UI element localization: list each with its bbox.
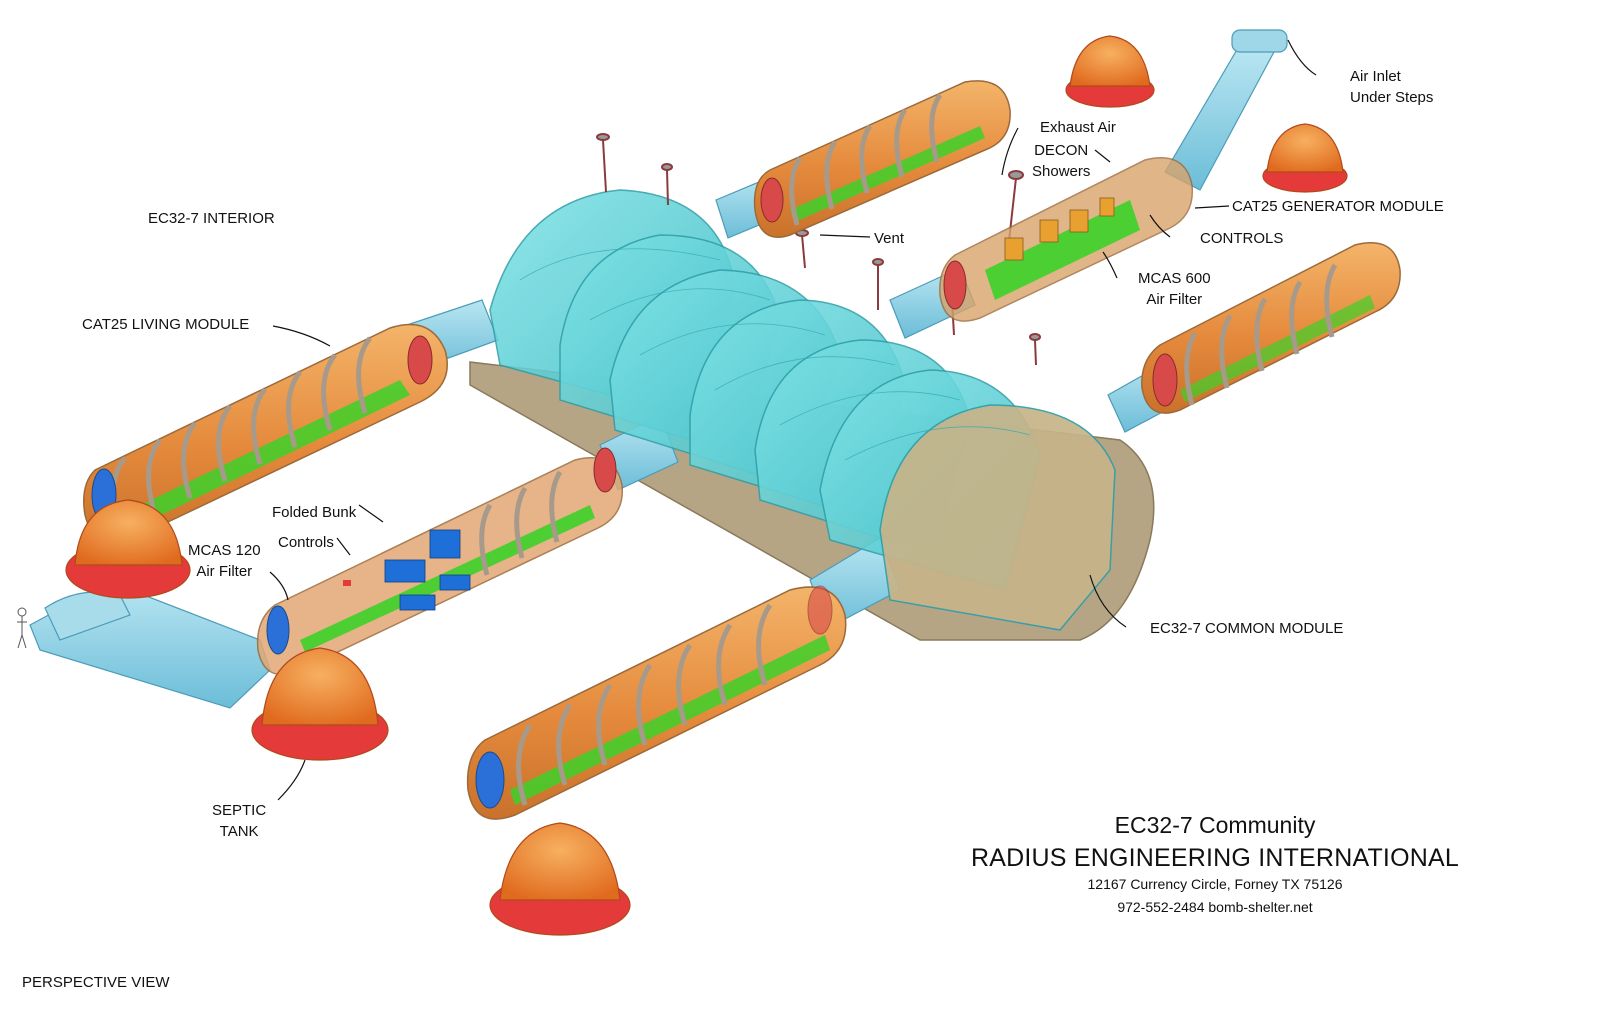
air-inlet-line2: Under Steps	[1350, 89, 1434, 106]
interior-label: EC32-7 INTERIOR	[148, 210, 275, 227]
mcas120-label: MCAS 120 Air Filter	[188, 540, 261, 582]
company-address: 12167 Currency Circle, Forney TX 75126	[1087, 876, 1343, 892]
exhaust-air-label: Exhaust Air	[1040, 119, 1116, 136]
leader-lines	[269, 39, 1317, 801]
mcas600-label: MCAS 600 Air Filter	[1138, 268, 1211, 310]
folded-bunk-label: Folded Bunk	[272, 504, 357, 521]
septic-line2: TANK	[219, 823, 259, 840]
living-module-label: CAT25 LIVING MODULE	[82, 316, 250, 333]
company-name: RADIUS ENGINEERING INTERNATIONAL	[971, 844, 1459, 872]
company-contact: 972-552-2484 bomb-shelter.net	[1117, 899, 1313, 915]
mcas600-line1: MCAS 600	[1138, 270, 1211, 287]
living-module-upper-top	[753, 80, 1011, 238]
decon-line2: Showers	[1032, 163, 1091, 180]
air-inlet-label: Air Inlet Under Steps	[1350, 66, 1433, 108]
air-inlet-line1: Air Inlet	[1350, 68, 1401, 85]
person-figure-icon	[17, 607, 27, 649]
controls-right-label: CONTROLS	[1200, 230, 1284, 247]
septic-tanks	[65, 35, 1348, 936]
septic-tank-label: SEPTIC TANK	[212, 800, 266, 842]
living-module-lower	[466, 585, 847, 820]
controls-left-label: Controls	[278, 534, 334, 551]
drawing-title: EC32-7 Community	[1114, 812, 1316, 838]
mcas600-line2: Air Filter	[1146, 291, 1203, 308]
common-module-domes	[489, 189, 1116, 631]
living-module-lower-middle	[256, 447, 624, 676]
decon-showers-label: DECON Showers	[1032, 140, 1090, 182]
vent-label: Vent	[874, 230, 905, 247]
living-module-upper-left	[83, 323, 448, 545]
generator-module	[939, 157, 1194, 322]
generator-module-label: CAT25 GENERATOR MODULE	[1232, 198, 1444, 215]
mcas120-line2: Air Filter	[196, 563, 253, 580]
mcas120-line1: MCAS 120	[188, 542, 261, 559]
connector-tubes	[29, 29, 1288, 709]
decon-line1: DECON	[1034, 142, 1089, 159]
perspective-view-label: PERSPECTIVE VIEW	[22, 974, 170, 991]
common-module-label: EC32-7 COMMON MODULE	[1150, 620, 1344, 637]
living-module-right	[1141, 242, 1401, 414]
septic-line1: SEPTIC	[212, 802, 267, 819]
